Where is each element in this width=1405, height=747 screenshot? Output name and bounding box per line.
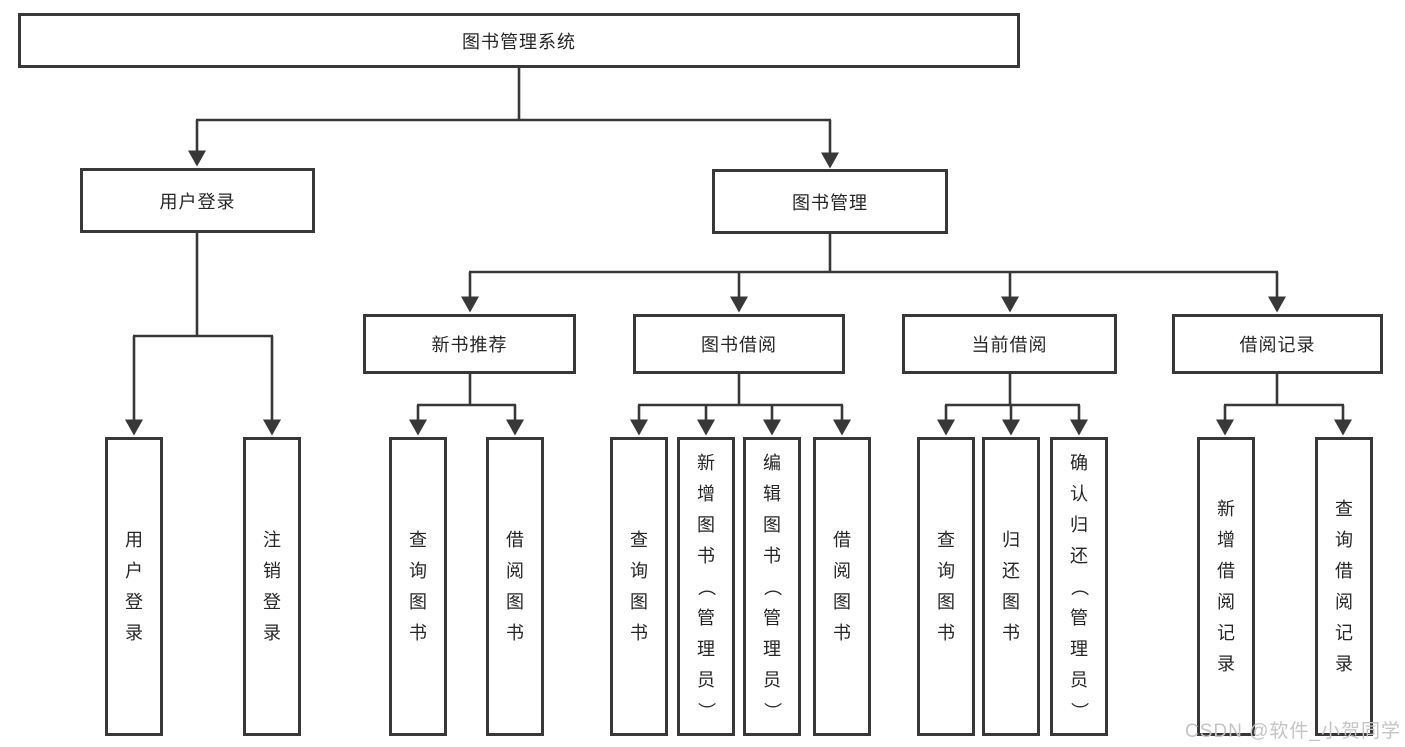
leaf-label: 查询图书 [937, 530, 955, 643]
connector-wires [133, 68, 1344, 407]
leaf-query-books-recommend: 查询图书 [389, 437, 447, 736]
leaf-add-borrow-record: 新增借阅记录 [1197, 437, 1255, 736]
leaf-borrow-books: 借阅图书 [813, 437, 871, 736]
node-borrowing-records: 借阅记录 [1172, 314, 1383, 374]
leaf-label: 新增借阅记录 [1217, 499, 1235, 674]
leaf-label: 编辑图书（管理员） [762, 452, 782, 720]
node-label: 新书推荐 [431, 335, 508, 355]
leaf-label: 归还图书 [1002, 530, 1020, 643]
node-user-login: 用户登录 [80, 168, 315, 233]
leaf-label: 新增图书（管理员） [696, 452, 716, 720]
leaf-label: 确认归还（管理员） [1069, 452, 1089, 720]
leaf-query-books-current: 查询图书 [917, 437, 975, 736]
leaf-return-books: 归还图书 [982, 437, 1040, 736]
node-label: 当前借阅 [971, 335, 1048, 355]
node-label: 图书管理 [792, 192, 868, 213]
leaf-add-books-admin: 新增图书（管理员） [677, 437, 735, 736]
leaf-query-books-borrow: 查询图书 [610, 437, 668, 736]
connector-arrows [125, 120, 1352, 436]
node-label: 借阅记录 [1239, 335, 1316, 355]
node-label: 用户登录 [159, 191, 236, 212]
csdn-watermark: CSDN @软件_小贺同学 [1185, 721, 1401, 742]
leaf-borrow-books-recommend: 借阅图书 [486, 437, 544, 736]
node-label: 图书借阅 [701, 335, 777, 355]
node-book-borrowing: 图书借阅 [633, 314, 845, 374]
leaf-label: 注销登录 [263, 530, 281, 643]
node-label: 图书管理系统 [462, 31, 576, 52]
node-new-book-recommend: 新书推荐 [363, 314, 576, 374]
node-current-borrowing: 当前借阅 [902, 314, 1117, 374]
leaf-confirm-return-admin: 确认归还（管理员） [1050, 437, 1108, 736]
leaf-label: 借阅图书 [833, 530, 851, 643]
node-book-management: 图书管理 [712, 169, 948, 234]
leaf-label: 查询图书 [409, 530, 427, 643]
leaf-label: 查询借阅记录 [1335, 499, 1353, 674]
leaf-label: 借阅图书 [506, 530, 524, 643]
leaf-edit-books-admin: 编辑图书（管理员） [743, 437, 801, 736]
leaf-logout: 注销登录 [243, 437, 301, 736]
leaf-user-login: 用户登录 [105, 437, 163, 736]
leaf-label: 用户登录 [125, 530, 143, 643]
leaf-label: 查询图书 [630, 530, 648, 643]
node-library-system: 图书管理系统 [18, 13, 1020, 68]
leaf-query-borrow-record: 查询借阅记录 [1315, 437, 1373, 736]
